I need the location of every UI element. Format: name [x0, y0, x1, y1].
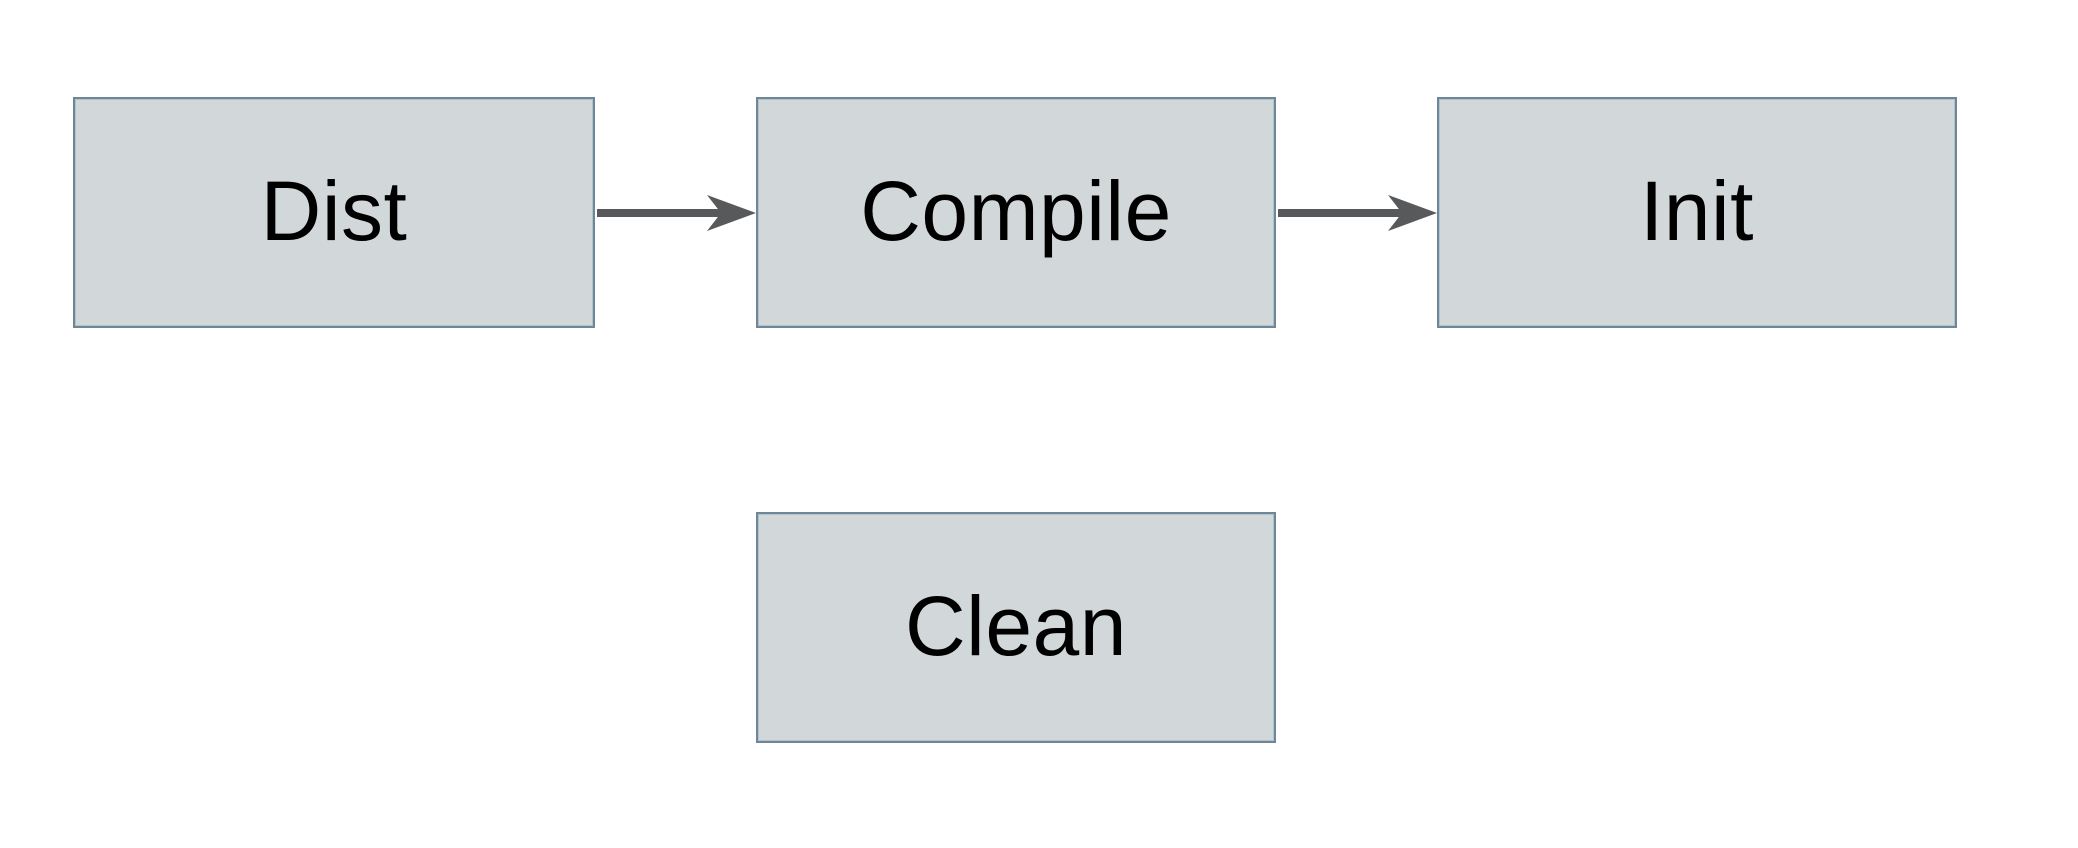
node-dist[interactable]: Dist	[73, 97, 595, 328]
arrow-dist-to-compile-icon	[597, 195, 756, 231]
node-clean-label: Clean	[905, 578, 1127, 673]
node-compile[interactable]: Compile	[756, 97, 1276, 328]
arrow-compile-to-init-icon	[1278, 195, 1437, 231]
node-compile-label: Compile	[860, 163, 1172, 258]
node-clean[interactable]: Clean	[756, 512, 1276, 743]
node-init[interactable]: Init	[1437, 97, 1957, 328]
node-init-label: Init	[1639, 163, 1755, 258]
node-dist-label: Dist	[260, 163, 408, 258]
